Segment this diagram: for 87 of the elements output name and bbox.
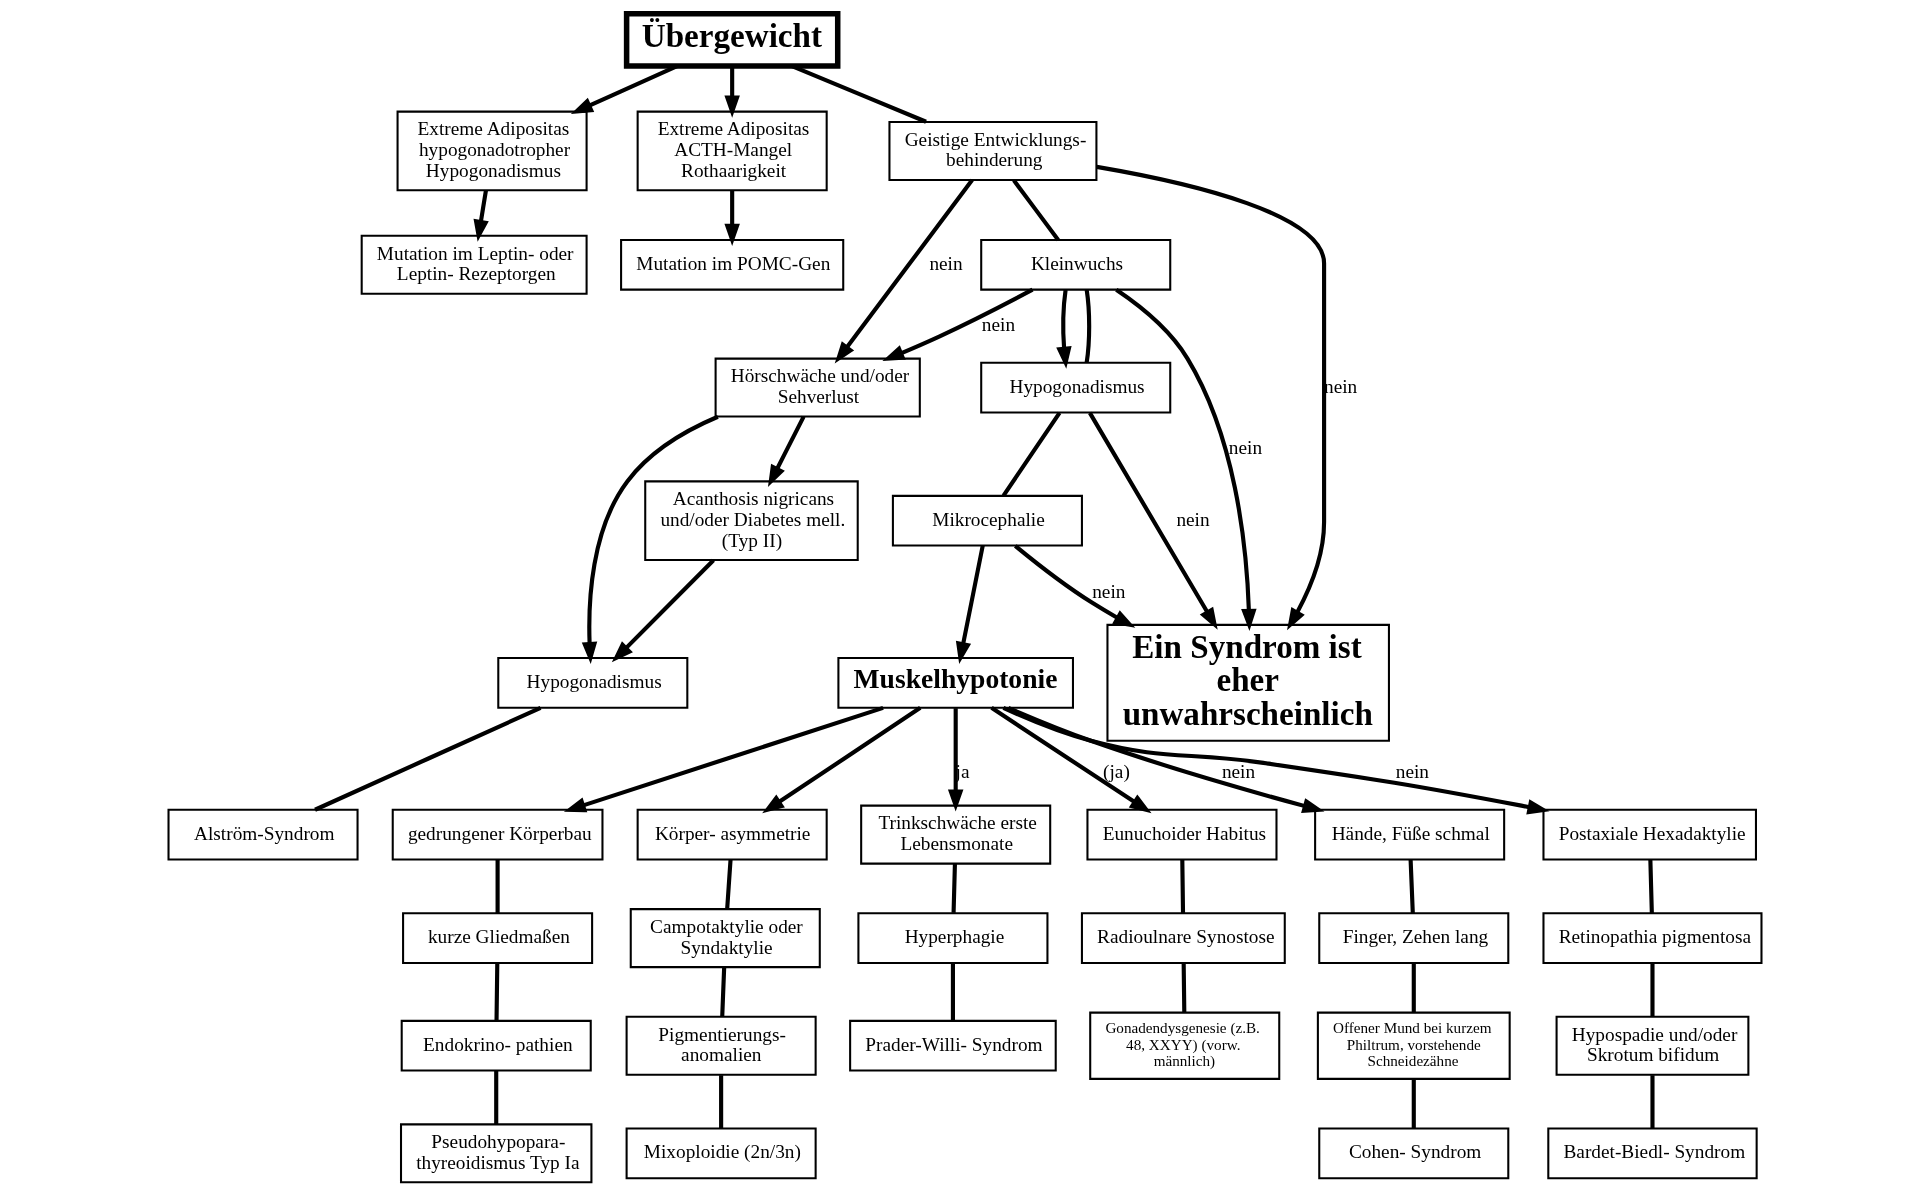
node-box: Offener Mund bei kurzem Philtrum, vorstehende Schneidezähne bbox=[1316, 1011, 1511, 1080]
node-box: Campotaktylie oder Syndaktylie bbox=[629, 908, 821, 969]
node-box: Hände, Füße schmal bbox=[1313, 808, 1505, 861]
node-box: Pseudohypopara- thyreoidismus Typ Ia bbox=[399, 1123, 592, 1184]
arrow bbox=[1007, 706, 1324, 814]
connector bbox=[790, 64, 927, 124]
edge-label: nein bbox=[1091, 580, 1125, 602]
node-box: Mutation im POMC-Gen bbox=[619, 238, 844, 291]
node-box: Radioulnare Synostose bbox=[1080, 912, 1286, 964]
edge-label: nein bbox=[1221, 761, 1255, 783]
node-box: Ein Syndrom ist eher unwahrscheinlich bbox=[1105, 623, 1390, 742]
connector bbox=[1084, 289, 1091, 363]
edge-label: (ja) bbox=[1102, 761, 1130, 783]
node-box: Trinkschwäche erste Lebensmonate bbox=[859, 804, 1051, 865]
connector bbox=[718, 1075, 723, 1129]
arrow bbox=[473, 190, 489, 242]
arrow bbox=[1114, 288, 1257, 631]
node-box: Hyperphagie bbox=[856, 912, 1048, 964]
arrow bbox=[581, 414, 719, 665]
connector bbox=[1649, 963, 1655, 1017]
connector bbox=[1408, 859, 1415, 914]
arrow bbox=[1013, 544, 1135, 628]
node-box: Pigmentierungs- anomalien bbox=[625, 1015, 817, 1076]
connector bbox=[1649, 1075, 1655, 1129]
edge-label: nein bbox=[1175, 508, 1210, 530]
connector bbox=[724, 859, 733, 910]
edge-label: nein bbox=[1228, 437, 1262, 459]
arrow bbox=[611, 558, 715, 663]
node-box: Finger, Zehen lang bbox=[1317, 912, 1509, 964]
node-box: Körper- asymmetrie bbox=[636, 808, 828, 861]
node-box: Postaxiale Hexadaktylie bbox=[1541, 808, 1757, 861]
connector bbox=[1001, 411, 1061, 497]
arrow bbox=[989, 706, 1151, 814]
node-box: Cohen- Syndrom bbox=[1317, 1127, 1509, 1180]
arrow bbox=[563, 705, 884, 813]
arrow bbox=[1095, 164, 1326, 631]
node-box: Hörschwäche und/oder Sehverlust bbox=[714, 357, 921, 418]
node-box: kurze Gliedmaßen bbox=[401, 912, 593, 964]
arrow bbox=[723, 190, 740, 246]
node-box: Alström-Syndrom bbox=[167, 808, 359, 861]
edge-label: nein bbox=[1395, 761, 1429, 783]
connector bbox=[951, 864, 957, 913]
node-box: Extreme Adipositas ACTH-Mangel Rothaarigkeit bbox=[636, 110, 828, 192]
node-box: Hypogonadismus bbox=[979, 361, 1171, 414]
node-box: Hypospadie und/oder Skrotum bifidum bbox=[1555, 1015, 1749, 1076]
connector bbox=[719, 967, 726, 1017]
connector bbox=[493, 1070, 498, 1125]
node-box: Mikrocephalie bbox=[891, 494, 1083, 547]
connector bbox=[950, 963, 955, 1021]
arrow bbox=[1002, 706, 1549, 815]
connector bbox=[1411, 1079, 1416, 1129]
connector bbox=[1411, 963, 1416, 1013]
node-box: Mixoploidie (2n/3n) bbox=[625, 1127, 817, 1180]
arrow bbox=[761, 706, 921, 814]
edge-label: nein bbox=[1323, 375, 1357, 397]
node-box: Bardet-Biedl- Syndrom bbox=[1546, 1127, 1758, 1180]
node-box: Acanthosis nigricans und/oder Diabetes mell. (Typ II) bbox=[643, 480, 859, 562]
connector bbox=[1647, 859, 1654, 914]
node-box: Mutation im Leptin- oder Leptin- Rezeptorgen bbox=[360, 234, 588, 295]
node-box: Übergewicht bbox=[623, 10, 840, 69]
node-box: Retinopathia pigmentosa bbox=[1541, 912, 1762, 964]
connector bbox=[313, 705, 541, 812]
node-box: Kleinwuchs bbox=[979, 238, 1171, 291]
connector bbox=[1181, 963, 1186, 1013]
node-box: Prader-Willi- Syndrom bbox=[848, 1019, 1057, 1072]
arrow bbox=[955, 545, 985, 665]
arrow bbox=[1087, 411, 1218, 630]
edge-label: nein bbox=[981, 314, 1015, 336]
node-box: Eunuchoider Habitus bbox=[1085, 808, 1278, 861]
edge-label: nein bbox=[928, 252, 963, 274]
connector bbox=[493, 963, 499, 1021]
arrow bbox=[723, 66, 740, 118]
connector bbox=[495, 859, 500, 914]
node-box: Geistige Entwicklungs- behinderung bbox=[887, 120, 1097, 181]
arrow bbox=[570, 64, 678, 115]
node-box: Gonadendysgenesie (z.B. 48, XXYY) (vorw. männlich) bbox=[1088, 1011, 1280, 1080]
connector bbox=[1179, 859, 1185, 914]
arrow bbox=[834, 178, 974, 364]
node-box: Muskelhypotonie bbox=[836, 657, 1074, 709]
node-box: gedrungener Körperbau bbox=[391, 808, 603, 861]
node-box: Hypogonadismus bbox=[496, 657, 688, 709]
arrow bbox=[1055, 289, 1072, 369]
connector bbox=[1011, 179, 1060, 242]
node-box: Endokrino- pathien bbox=[400, 1019, 592, 1072]
node-box: Extreme Adipositas hypogonadotropher Hypogonadismus bbox=[396, 110, 588, 192]
arrow bbox=[881, 287, 1033, 361]
arrow bbox=[767, 415, 805, 487]
